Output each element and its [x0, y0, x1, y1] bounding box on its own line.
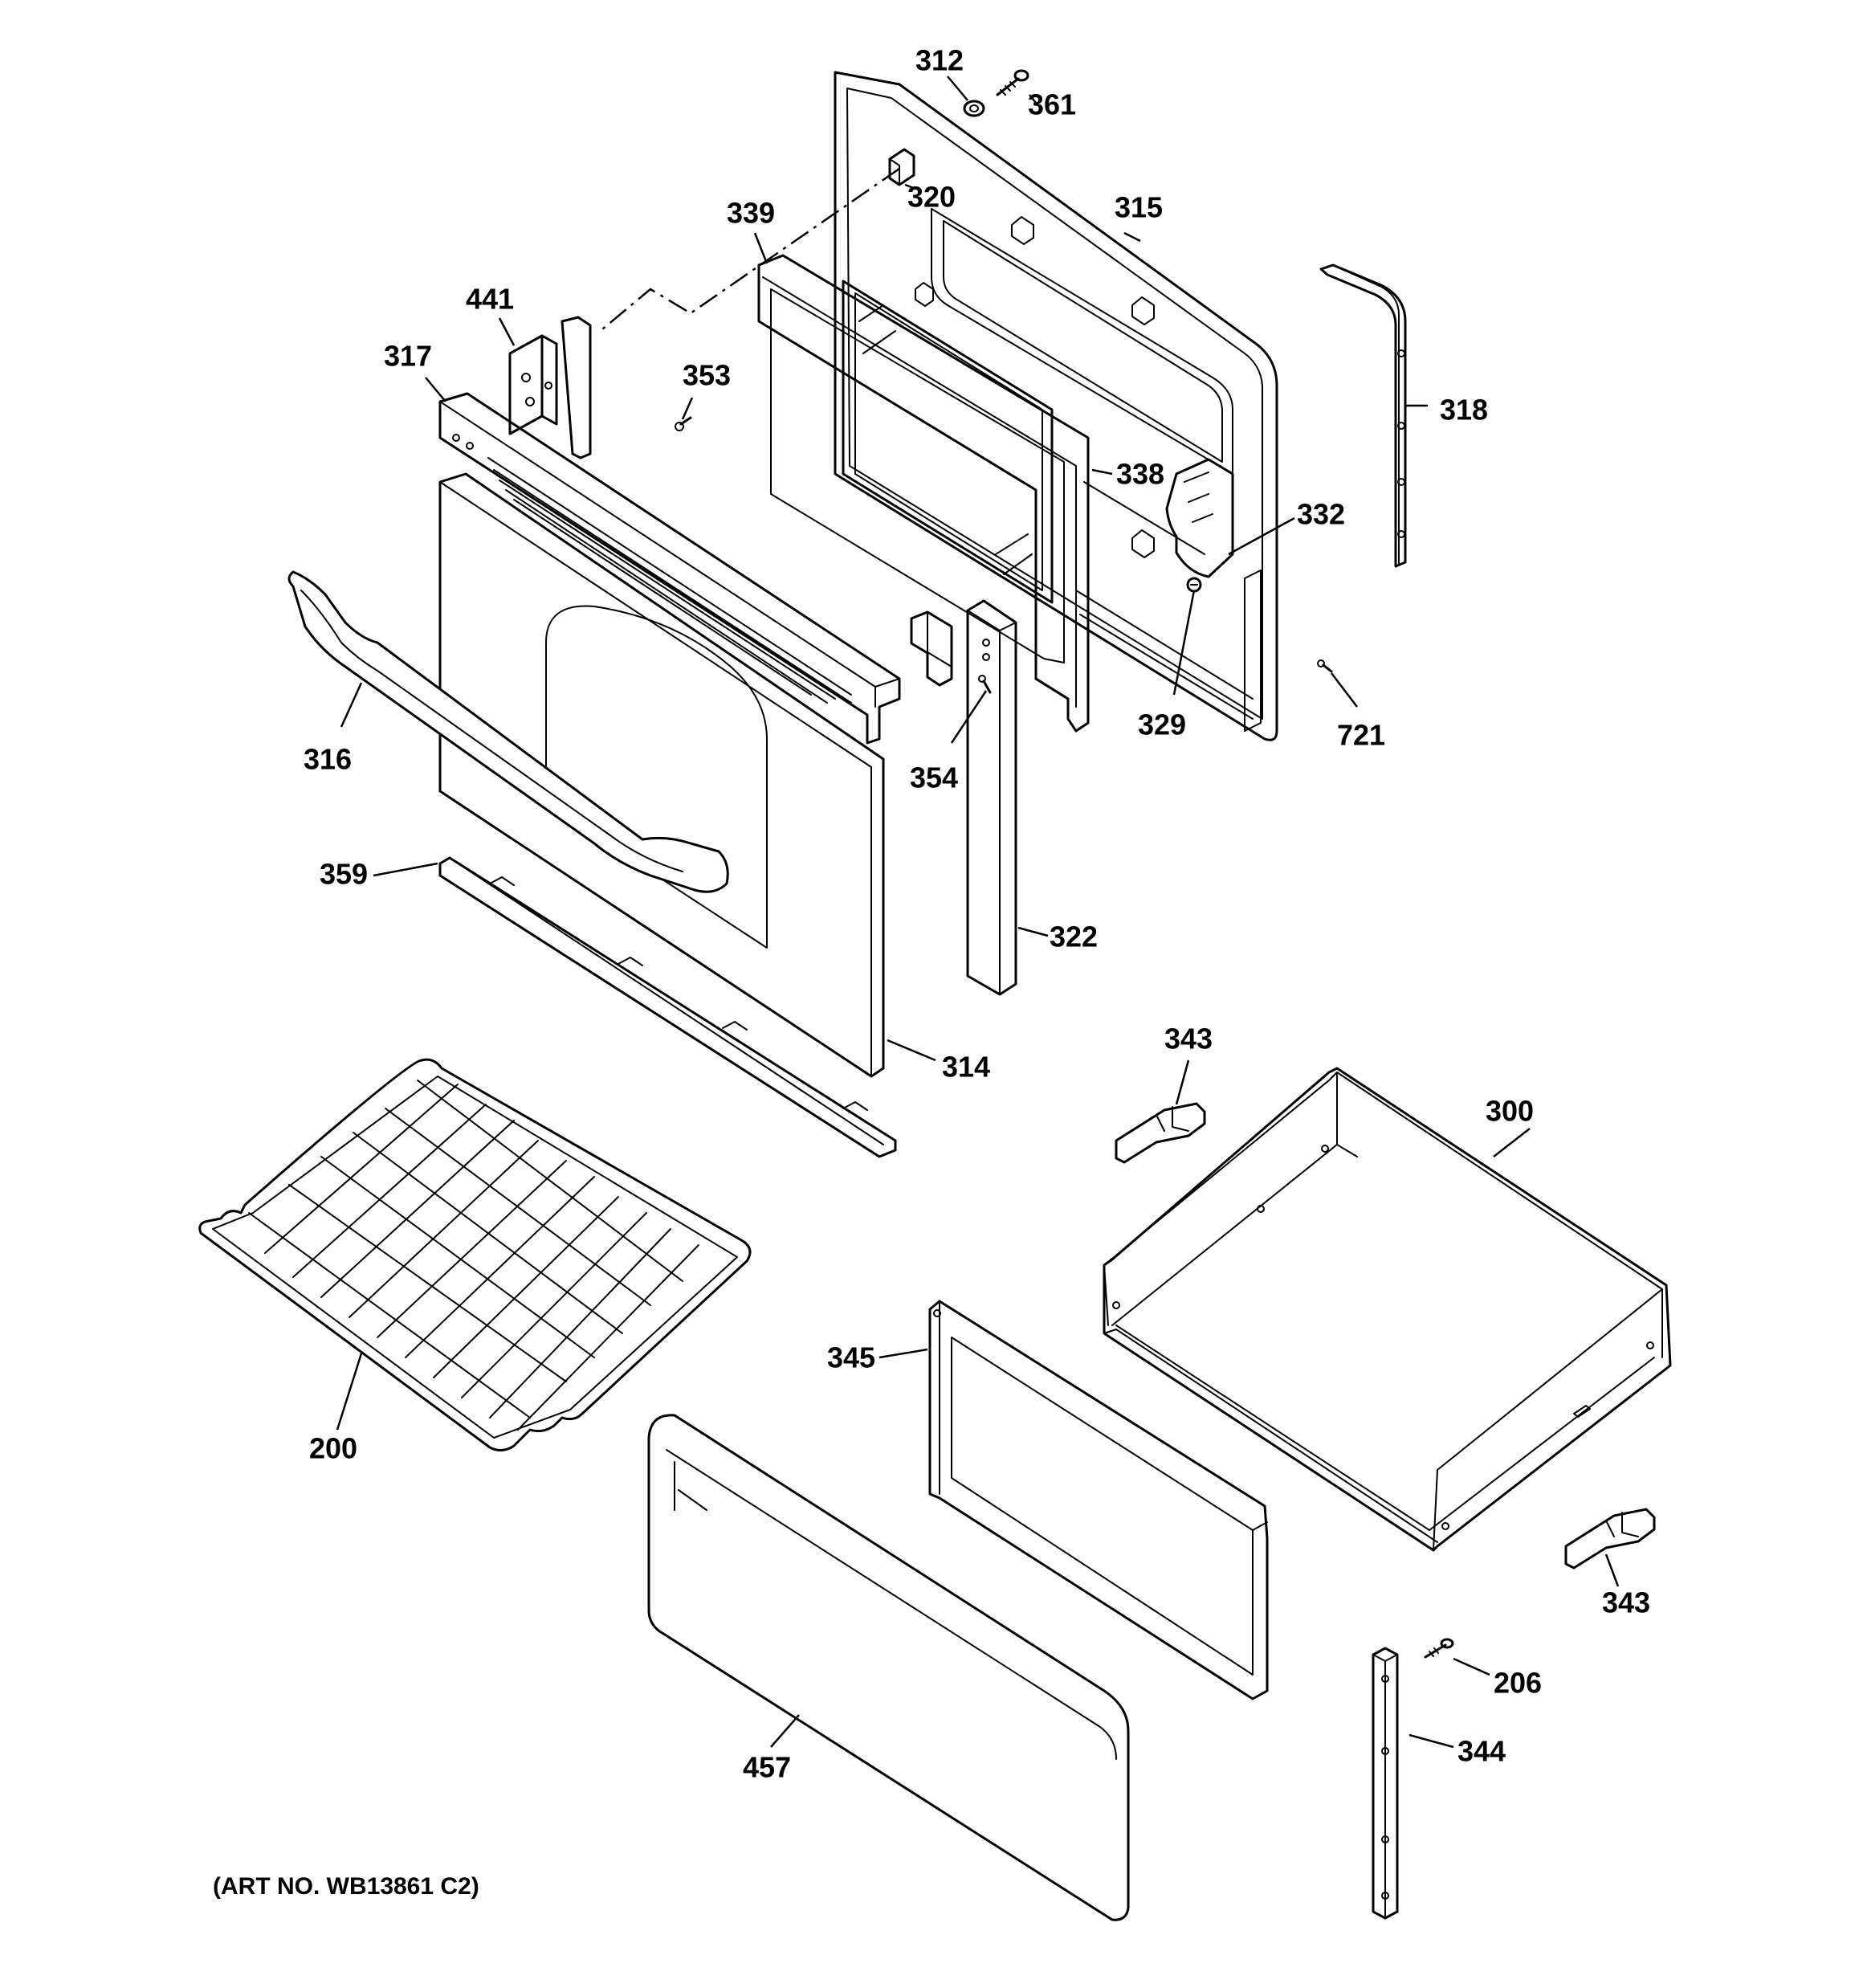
callout-314: 314 [942, 1051, 990, 1084]
part-hinge-channel [966, 599, 1017, 996]
part-hinge-receiver [508, 316, 592, 459]
callout-labels: 312 361 320 315 339 441 317 353 318 338 … [304, 44, 1650, 1784]
callout-316: 316 [304, 743, 352, 776]
part-drawer-side-support [1372, 1647, 1399, 1920]
callout-300: 300 [1486, 1095, 1534, 1128]
callout-441: 441 [466, 283, 514, 316]
part-outer-door-panel [438, 472, 885, 1078]
callout-457: 457 [743, 1751, 791, 1784]
art-number: (ART NO. WB13861 C2) [213, 1873, 479, 1900]
part-drawer-glide-upper [1115, 1102, 1206, 1164]
part-channel-screw [978, 675, 992, 694]
part-drawer-inner-panel [928, 1300, 1269, 1700]
callout-344: 344 [1457, 1735, 1506, 1768]
callout-318: 318 [1440, 394, 1488, 427]
callout-320: 320 [907, 181, 956, 214]
callout-343-upper: 343 [1164, 1023, 1213, 1055]
callout-721: 721 [1337, 719, 1385, 752]
callout-206: 206 [1494, 1667, 1542, 1700]
callout-332: 332 [1297, 498, 1345, 531]
part-door-glass [842, 280, 1054, 604]
part-washer [963, 100, 985, 117]
callout-329: 329 [1138, 708, 1186, 741]
part-drawer-screw [1424, 1638, 1454, 1659]
callout-338: 338 [1116, 458, 1164, 491]
callout-315: 315 [1115, 191, 1163, 224]
callout-317: 317 [384, 340, 432, 373]
callout-312: 312 [915, 44, 964, 77]
part-drawer-front [647, 1414, 1130, 1921]
leader-lines [336, 76, 1620, 1749]
part-outer-door-frame [834, 71, 1278, 741]
callout-359: 359 [320, 858, 368, 891]
part-drawer-glide-lower [1564, 1508, 1656, 1570]
callout-345: 345 [827, 1341, 875, 1374]
part-top-screw [996, 69, 1029, 96]
callout-339: 339 [727, 197, 775, 230]
part-inner-door-liner [757, 254, 1090, 733]
part-trim-screw [1317, 659, 1333, 673]
part-vent-trim [438, 392, 901, 745]
phantom-line [601, 167, 900, 330]
callout-200: 200 [309, 1432, 357, 1465]
callout-354: 354 [910, 761, 958, 794]
part-hinge-bracket [1165, 458, 1234, 578]
part-door-side-trim [1319, 263, 1407, 568]
part-hinge-bracket-lower [910, 610, 953, 687]
part-oven-rack [198, 1058, 752, 1451]
part-hinge-screw [1186, 577, 1202, 593]
part-door-handle [287, 570, 729, 893]
callout-322: 322 [1050, 921, 1098, 953]
callout-361: 361 [1028, 88, 1076, 121]
part-drawer-body [1103, 1067, 1672, 1552]
callout-343-lower: 343 [1602, 1586, 1650, 1619]
part-small-screw [675, 416, 692, 431]
callout-353: 353 [683, 359, 731, 392]
part-door-bottom-trim [438, 856, 897, 1158]
part-hinge-hook [888, 148, 915, 186]
